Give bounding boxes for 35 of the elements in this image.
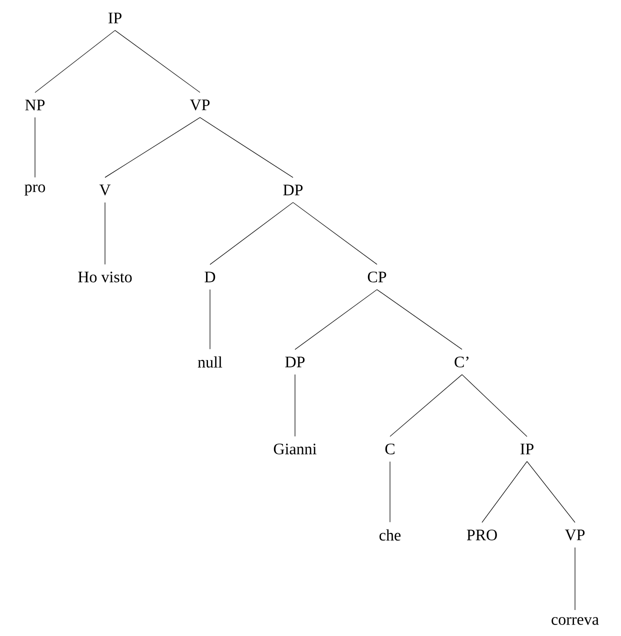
tree-label: DP	[285, 356, 305, 368]
tree-label: IP	[520, 444, 534, 454]
tree-label: VP	[190, 100, 210, 110]
tree-label: V	[99, 184, 111, 196]
branch-line	[292, 202, 378, 265]
branch-line	[376, 289, 462, 350]
branch-line	[462, 374, 528, 437]
tree-label: PRO	[466, 530, 497, 540]
branch-line	[294, 374, 296, 437]
branch-line	[526, 461, 576, 523]
branch-line	[294, 289, 378, 350]
branch-line	[104, 202, 106, 265]
tree-label: C	[385, 444, 394, 454]
tree-label: NP	[25, 100, 45, 110]
tree-label: CP	[368, 272, 386, 282]
branch-line	[200, 117, 294, 178]
tree-label: null	[198, 356, 222, 368]
branch-line	[34, 117, 36, 178]
branch-line	[390, 374, 462, 437]
tree-label: correva	[552, 617, 599, 625]
tree-label: che	[380, 529, 401, 541]
tree-label: pro	[24, 184, 46, 196]
tree-label: C’	[454, 356, 468, 368]
tree-label: IP	[108, 12, 122, 24]
tree-label: D	[204, 272, 216, 282]
branch-line	[482, 461, 528, 523]
branch-line	[34, 30, 116, 93]
tree-label: Gianni	[274, 444, 316, 454]
branch-line	[574, 547, 576, 610]
branch-line	[114, 30, 200, 93]
branch-line	[210, 202, 294, 265]
tree-label: VP	[564, 530, 585, 540]
branch-line	[104, 117, 200, 178]
tree-label: DP	[283, 184, 303, 196]
tree-label: Ho visto	[78, 272, 132, 282]
